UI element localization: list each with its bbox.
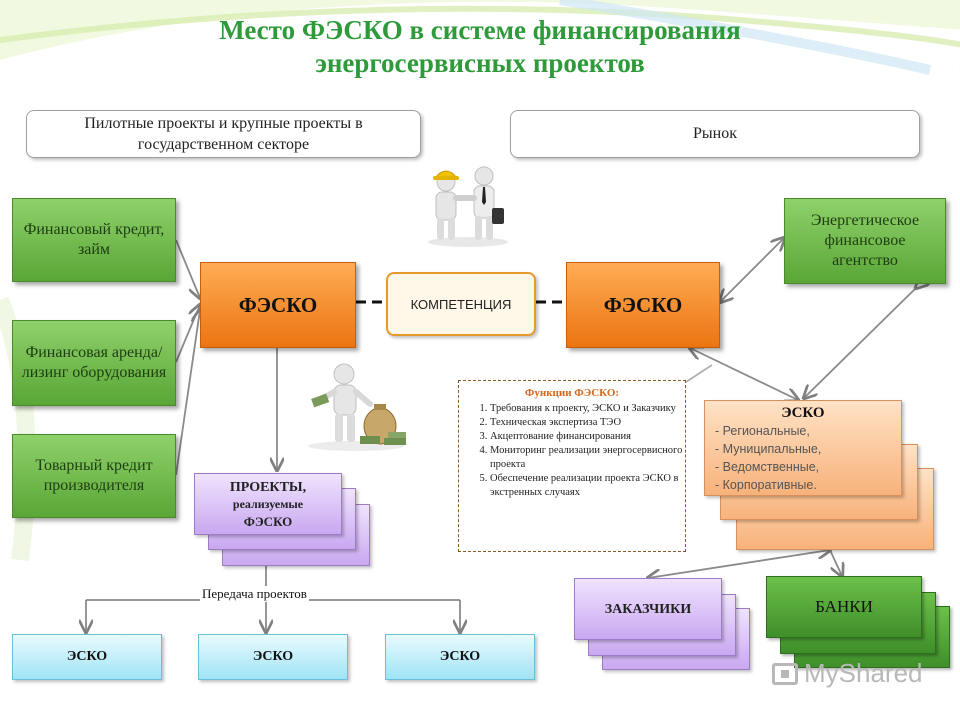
title-line-1: Место ФЭСКО в системе финансирования [219,15,741,45]
projects-line-2: реализуемые [232,496,304,511]
watermark-logo-icon [772,662,798,685]
customers-box: ЗАКАЗЧИКИ [574,578,722,640]
esko-bottom-2: ЭСКО [198,634,348,680]
title-line-2: энергосервисных проектов [315,48,645,78]
function-item: Акцептование финансирования [490,430,685,444]
function-item: Мониторинг реализации энергосервисного п… [490,444,685,472]
esko-right-box: ЭСКО Региональные, Муниципальные, Ведомс… [704,400,902,496]
transfer-label: Передача проектов [200,586,309,602]
pilot-projects-box: Пилотные проекты и крупные проекты в гос… [26,110,421,158]
function-item: Требования к проекту, ЭСКО и Заказчику [490,402,685,416]
projects-box: ПРОЕКТЫ, реализуемые ФЭСКО [194,473,342,535]
energy-agency-box: Энергетическое финансовое агентство [784,198,946,284]
esko-types-list: Региональные, Муниципальные, Ведомственн… [705,422,901,494]
fesko-functions-box: Функции ФЭСКО: Требования к проекту, ЭСК… [458,380,686,552]
projects-line-3: ФЭСКО [243,513,293,529]
functions-title: Функции ФЭСКО: [524,387,620,399]
watermark-text: MyShared [804,658,923,688]
source-commodity-credit-box: Товарный кредит производителя [12,434,176,518]
page-title: Место ФЭСКО в системе финансирования эне… [90,14,870,80]
market-box: Рынок [510,110,920,158]
projects-line-1: ПРОЕКТЫ, [229,479,307,495]
fesko-right-box: ФЭСКО [566,262,720,348]
watermark: MyShared [772,658,923,689]
esko-bottom-3: ЭСКО [385,634,535,680]
functions-list: Требования к проекту, ЭСКО и Заказчику Т… [459,402,685,500]
function-item: Техническая экспертиза ТЭО [490,416,685,430]
esko-type-item: Региональные, [715,422,901,440]
handshake-figures-icon [428,166,508,247]
function-item: Обеспечение реализации проекта ЭСКО в эк… [490,472,685,500]
esko-right-title: ЭСКО [781,405,825,421]
source-leasing-box: Финансовая аренда/лизинг оборудования [12,320,176,406]
esko-type-item: Корпоративные. [715,476,901,494]
competence-box: КОМПЕТЕНЦИЯ [386,272,536,336]
source-credit-box: Финансовый кредит, займ [12,198,176,282]
esko-type-item: Ведомственные, [715,458,901,476]
banks-box: БАНКИ [766,576,922,638]
esko-bottom-1: ЭСКО [12,634,162,680]
esko-type-item: Муниципальные, [715,440,901,458]
money-figure-icon [308,363,406,451]
fesko-left-box: ФЭСКО [200,262,356,348]
